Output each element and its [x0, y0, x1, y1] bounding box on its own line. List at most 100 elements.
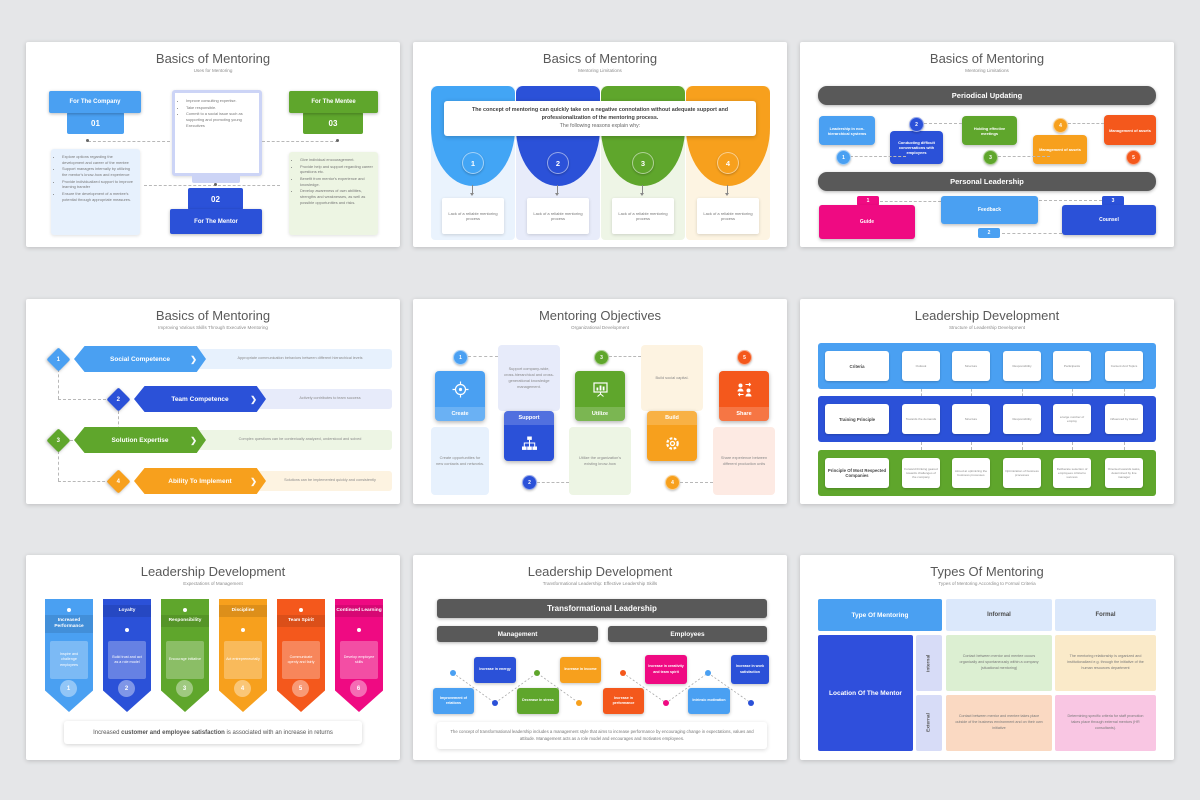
marker-dot — [576, 700, 582, 706]
slide-title: Leadership Development — [914, 308, 1060, 323]
skill-banner: Solution Expertise ❯ — [74, 427, 206, 453]
group-employees: Employees — [608, 626, 767, 642]
step-number: 3 — [1102, 196, 1124, 206]
expectation-pennant: Loyalty Build trust and act as a role mo… — [103, 599, 151, 712]
bullet-item: Ensure the development of a mentee's pot… — [62, 191, 136, 202]
objective-box: Share — [719, 371, 769, 421]
objective-desc: Build social capital. — [641, 345, 703, 411]
objective-desc: Share experience between different produ… — [713, 427, 775, 495]
skill-banner: Team Competence ❯ — [134, 386, 266, 412]
dashed-connector — [1068, 123, 1104, 124]
dashed-connector — [609, 356, 641, 357]
marker-dot — [67, 608, 71, 612]
marker-dot — [241, 628, 245, 632]
bullet-item: Explore options regarding the developmen… — [62, 154, 136, 165]
marker-dot — [748, 700, 754, 706]
dashed-connector — [971, 442, 972, 450]
structure-cell: Structure — [952, 404, 990, 434]
dashed-connector — [537, 482, 569, 483]
expectation-desc: Build trust and act as a role model — [108, 641, 146, 679]
message-box: The concept of mentoring can quickly tak… — [444, 101, 756, 136]
skill-desc: Appropriate communication behaviors betw… — [176, 349, 392, 369]
expectation-pennant: Discipline Act entrepreneurially 4 — [219, 599, 267, 712]
bullet-item: Improve consulting expertise. — [186, 98, 255, 104]
connector-dot — [86, 139, 89, 142]
dashed-connector — [850, 156, 906, 157]
chevron-right-icon: ❯ — [190, 435, 197, 445]
objective-desc: Support company-wide, cross-hierarchical… — [498, 345, 560, 411]
row-label-internal: Internal — [916, 635, 942, 691]
slide-title: Basics of Mentoring — [155, 308, 271, 323]
arrow-line — [472, 185, 473, 194]
objective-label: Create — [435, 407, 485, 421]
slide-executive-mentoring-skills[interactable]: Basics of Mentoring Improving Various Sk… — [26, 299, 400, 504]
slide-mentoring-limitations-bands[interactable]: Basics of Mentoring Mentoring Limitation… — [800, 42, 1174, 247]
marker-dot — [534, 670, 540, 676]
step-number: 2 — [522, 475, 537, 490]
slide-mentoring-objectives[interactable]: Mentoring Objectives Organizational Deve… — [413, 299, 787, 504]
mentee-number: 03 — [303, 112, 363, 134]
objective-box: Support — [504, 411, 554, 461]
slide-types-of-mentoring[interactable]: Types Of Mentoring Types of Mentoring Ac… — [800, 555, 1174, 760]
leadership-box: Feedback — [941, 196, 1038, 224]
row-label: Criteria — [825, 351, 889, 381]
target-icon — [435, 371, 485, 407]
slide-expectations-management[interactable]: Leadership Development Expectations of M… — [26, 555, 400, 760]
step-number: 4 — [1053, 118, 1068, 133]
reason-card: Lack of a reliable mentoring process — [612, 198, 674, 234]
marker-dot — [492, 700, 498, 706]
step-number: 4 — [717, 152, 739, 174]
dashed-connector — [1072, 389, 1073, 396]
slide-leadership-structure[interactable]: Leadership Development Structure of Lead… — [800, 299, 1174, 504]
step-number: 2 — [118, 680, 135, 697]
topic-box: Holding effective meetings — [962, 116, 1017, 145]
structure-cell: Structure — [952, 351, 990, 381]
slide-title: Leadership Development — [140, 564, 286, 579]
dashed-connector — [58, 399, 106, 400]
step-number: 2 — [909, 117, 924, 132]
chevron-right-icon: ❯ — [250, 394, 257, 404]
expectation-desc: Communicate openly and fairly — [282, 641, 320, 679]
structure-cell: Participants — [1053, 351, 1091, 381]
slide-subtitle: Mentoring Limitations — [965, 68, 1009, 73]
topic-box: Management of assets — [1033, 135, 1087, 164]
expectation-label: Discipline — [219, 605, 267, 618]
cell-external-informal: Contact between mentor and mentee takes … — [946, 695, 1052, 751]
step-number: 2 — [547, 152, 569, 174]
marker-dot — [183, 608, 187, 612]
skill-label: Solution Expertise — [111, 436, 169, 444]
structure-cell: Responsibility — [1003, 351, 1041, 381]
arrow-line — [642, 185, 643, 194]
skill-label: Team Competence — [171, 395, 229, 403]
cell-internal-formal: The mentoring relationship is organized … — [1055, 635, 1156, 691]
dashed-connector — [58, 481, 110, 482]
slide-transformational-leadership[interactable]: Leadership Development Transformational … — [413, 555, 787, 760]
monitor-frame: Improve consulting expertise.Take respon… — [172, 90, 262, 176]
slide-basics-uses[interactable]: Basics of Mentoring Uses for Mentoring F… — [26, 42, 400, 247]
effect-box: Improvement of relations — [433, 688, 474, 714]
arrow-line — [727, 185, 728, 194]
slide-title: Basics of Mentoring — [155, 51, 271, 66]
step-number: 1 — [857, 196, 879, 206]
bullet-item: Support managers internally by utilizing… — [62, 166, 136, 177]
effect-box: Increase in creativity and team spirit — [645, 655, 687, 684]
slide-subtitle: Transformational Leadership: Effective L… — [542, 581, 658, 586]
expectation-desc: Encourage initiative — [166, 641, 204, 679]
skill-desc: Actively contributes to team success — [236, 389, 392, 409]
marker-dot — [450, 670, 456, 676]
step-number: 1 — [462, 152, 484, 174]
cell-internal-informal: Contact between mentor and mentee occurs… — [946, 635, 1052, 691]
dashed-connector — [1039, 200, 1102, 201]
people-share-icon — [719, 371, 769, 407]
step-number: 4 — [665, 475, 680, 490]
bullet-item: Commit to a social issue such as support… — [186, 111, 255, 128]
effect-box: Intrinsic motivation — [688, 688, 730, 714]
mentee-header: For The Mentee — [289, 91, 378, 113]
slide-mentoring-limitations-reasons[interactable]: Basics of Mentoring Mentoring Limitation… — [413, 42, 787, 247]
step-number: 2 — [978, 228, 1000, 238]
dashed-connector — [921, 389, 922, 396]
expectation-label: Responsibility — [161, 615, 209, 628]
company-panel: Explore options regarding the developmen… — [51, 149, 140, 235]
dashed-connector — [1002, 233, 1062, 234]
objective-label: Utilize — [575, 407, 625, 421]
